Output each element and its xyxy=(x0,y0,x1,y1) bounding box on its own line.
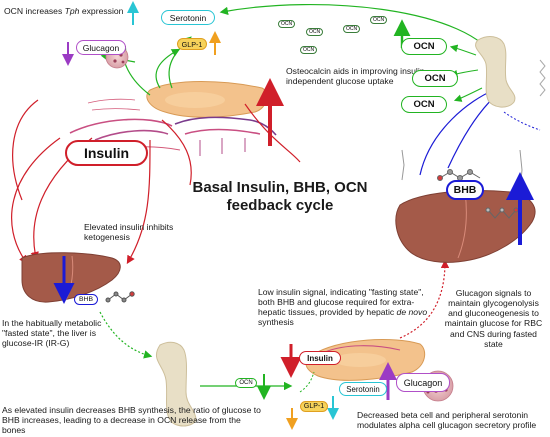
serotonin-pill-top: Serotonin xyxy=(161,10,215,25)
elevated-insulin-text: Elevated insulin inhibits ketogenesis xyxy=(84,222,174,243)
glucagon-signals-text: Glucagon signals to maintain glycogenoly… xyxy=(444,288,543,349)
ocn-tph-text: OCN increases Tph expression xyxy=(4,6,124,16)
ocn-mini-tag: OCN xyxy=(343,25,361,33)
glp1-pill-top: GLP-1 xyxy=(177,38,207,50)
dotted-arrow-liver-to-bone-right xyxy=(503,111,541,131)
glucagon-pill-bottom: Glucagon xyxy=(396,373,450,392)
green-arc-top xyxy=(219,3,499,63)
ocn-mini-tag: OCN xyxy=(306,28,324,36)
pancreas-top xyxy=(146,81,268,118)
liver-right xyxy=(395,190,536,263)
ocn-mini-tag: OCN xyxy=(278,20,296,28)
title-line-2: feedback cycle xyxy=(226,197,334,214)
decreased-insulin-text: As elevated insulin decreases BHB synthe… xyxy=(2,405,261,436)
glucagon-pill-top: Glucagon xyxy=(76,40,126,55)
low-insulin-text: Low insulin signal, indicating "fasting … xyxy=(258,287,428,328)
bone-top-right xyxy=(475,36,516,108)
ocn-pill-2: OCN xyxy=(412,70,458,87)
ocn-mini-tag: OCN xyxy=(370,16,388,24)
liver-left xyxy=(21,252,121,303)
serotonin-pill-bottom: Serotonin xyxy=(339,382,387,396)
glp1-pill-bottom: GLP-1 xyxy=(300,401,328,412)
zigzag-chain-right xyxy=(539,59,546,97)
fasted-state-text: In the habitually metabolic "fasted stat… xyxy=(2,318,102,349)
diagram-title: Basal Insulin, BHB, OCN feedback cycle xyxy=(185,179,375,215)
ocn-pill-bottom: OCN xyxy=(235,378,257,388)
osteocalcin-text: Osteocalcin aids in improving insulin-in… xyxy=(286,66,428,87)
insulin-pill-big: Insulin xyxy=(65,140,148,166)
bhb-pill-left: BHB xyxy=(74,294,98,305)
ocn-mini-tag: OCN xyxy=(300,46,318,54)
bhb-pill-right: BHB xyxy=(446,180,484,200)
title-line-1: Basal Insulin, BHB, OCN xyxy=(192,179,368,196)
insulin-pill-bottom: Insulin xyxy=(299,351,341,365)
bone-bottom-left xyxy=(155,341,197,427)
bhb-molecule-left xyxy=(105,291,135,303)
dotted-arrow-bone-to-pancreas xyxy=(299,371,315,393)
ocn-pill-3: OCN xyxy=(401,96,447,113)
ocn-pill-1: OCN xyxy=(401,38,447,55)
dotted-arrow-pancreas-to-liver xyxy=(399,259,450,339)
decreased-beta-text: Decreased beta cell and peripheral serot… xyxy=(357,410,537,431)
